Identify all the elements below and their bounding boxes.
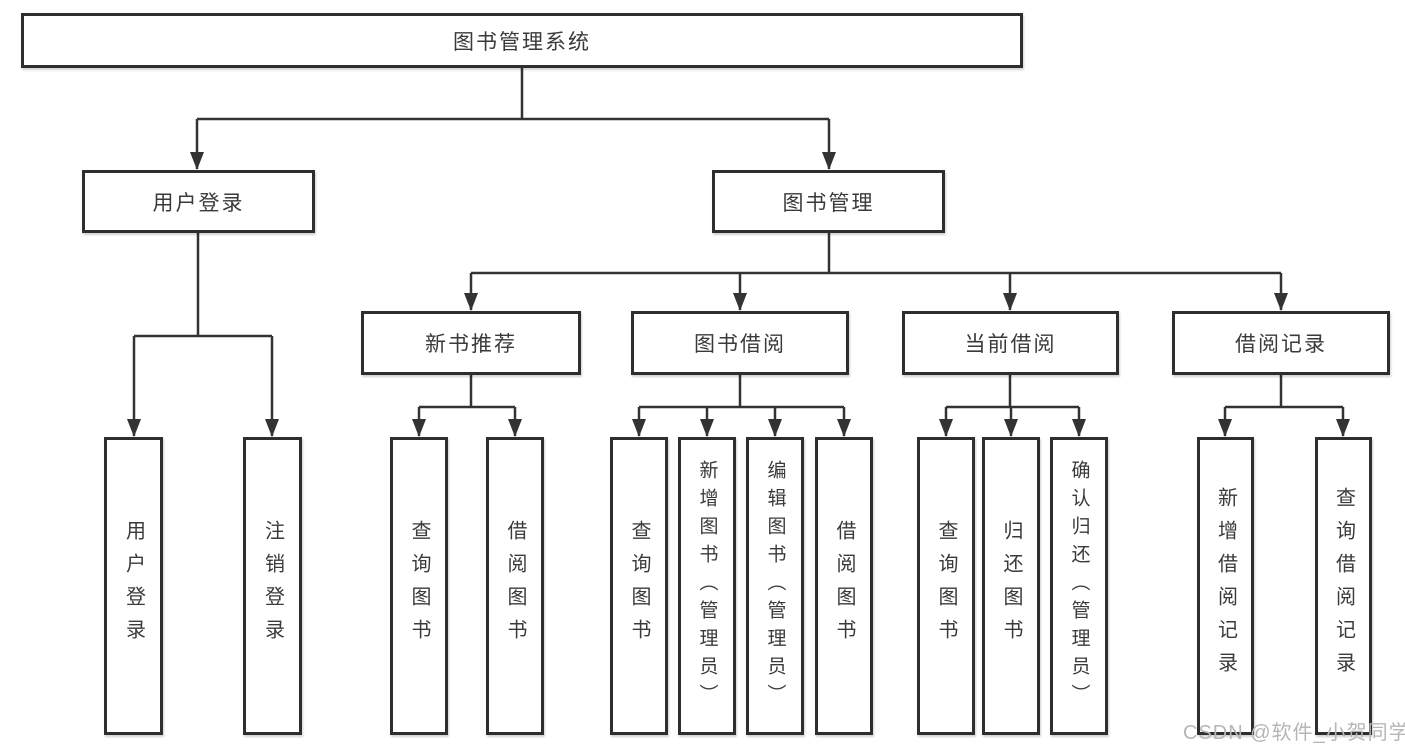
node-root: 图书管理系统 [21, 13, 1023, 68]
node-rec-add-label: 新增借阅记录 [1214, 487, 1237, 685]
node-borrow-records: 借阅记录 [1172, 311, 1390, 375]
watermark: CSDN @软件_小贺同学 [1183, 722, 1405, 744]
node-current-borrow: 当前借阅 [902, 311, 1119, 375]
node-book-borrow: 图书借阅 [631, 311, 849, 375]
node-bb-edit: 编辑图书（管理员） [746, 437, 804, 735]
node-bb-borrow: 借阅图书 [815, 437, 873, 735]
node-bb-query-label: 查询图书 [628, 520, 650, 652]
node-book-mgmt-label: 图书管理 [782, 191, 875, 215]
node-bb-borrow-label: 借阅图书 [833, 520, 855, 652]
node-new-book: 新书推荐 [361, 311, 581, 375]
node-nb-borrow: 借阅图书 [486, 437, 544, 735]
node-login-label: 用户登录 [152, 191, 245, 215]
node-logout-label: 注销登录 [261, 520, 284, 652]
node-bb-query: 查询图书 [610, 437, 668, 735]
node-cb-confirm-label: 确认归还（管理员） [1068, 460, 1090, 712]
node-bb-edit-label: 编辑图书（管理员） [764, 460, 786, 712]
node-login: 用户登录 [82, 170, 315, 233]
node-cb-return: 归还图书 [982, 437, 1040, 735]
node-nb-borrow-label: 借阅图书 [504, 520, 526, 652]
node-book-borrow-label: 图书借阅 [694, 333, 786, 356]
node-user-login-label: 用户登录 [122, 520, 145, 652]
node-borrow-records-label: 借阅记录 [1235, 333, 1327, 356]
node-bb-add-label: 新增图书（管理员） [696, 460, 718, 712]
node-nb-query-label: 查询图书 [408, 520, 430, 652]
node-cb-query: 查询图书 [917, 437, 975, 735]
node-root-label: 图书管理系统 [453, 30, 591, 54]
node-rec-query: 查询借阅记录 [1315, 437, 1372, 735]
node-nb-query: 查询图书 [390, 437, 448, 735]
node-user-login: 用户登录 [104, 437, 163, 735]
node-rec-query-label: 查询借阅记录 [1332, 487, 1355, 685]
node-rec-add: 新增借阅记录 [1197, 437, 1254, 735]
node-bb-add: 新增图书（管理员） [678, 437, 736, 735]
node-current-borrow-label: 当前借阅 [964, 333, 1057, 356]
node-book-mgmt: 图书管理 [712, 170, 945, 233]
node-new-book-label: 新书推荐 [425, 333, 517, 356]
node-logout: 注销登录 [243, 437, 302, 735]
node-cb-confirm: 确认归还（管理员） [1050, 437, 1108, 735]
node-cb-return-label: 归还图书 [1000, 520, 1022, 652]
node-cb-query-label: 查询图书 [935, 520, 957, 652]
